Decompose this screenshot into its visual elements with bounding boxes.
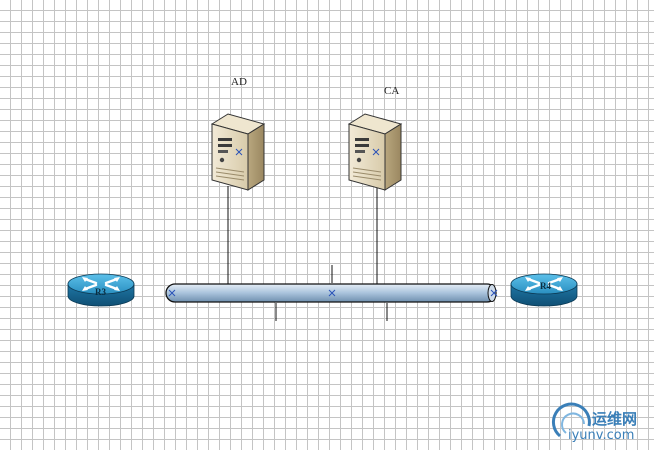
watermark-domain-text: iyunv.com xyxy=(568,428,635,443)
ca-server-icon[interactable] xyxy=(348,113,402,191)
watermark-logo-icon xyxy=(551,402,591,438)
watermark-cn-text: 运维网 xyxy=(592,410,638,428)
ethernet-bus-icon xyxy=(165,283,498,303)
router-left-label: R3 xyxy=(95,287,106,297)
ca-server-label: CA xyxy=(384,85,400,97)
ad-server-icon[interactable] xyxy=(211,113,265,191)
ad-server-label: AD xyxy=(231,76,247,88)
router-right-label: R4 xyxy=(540,281,551,291)
